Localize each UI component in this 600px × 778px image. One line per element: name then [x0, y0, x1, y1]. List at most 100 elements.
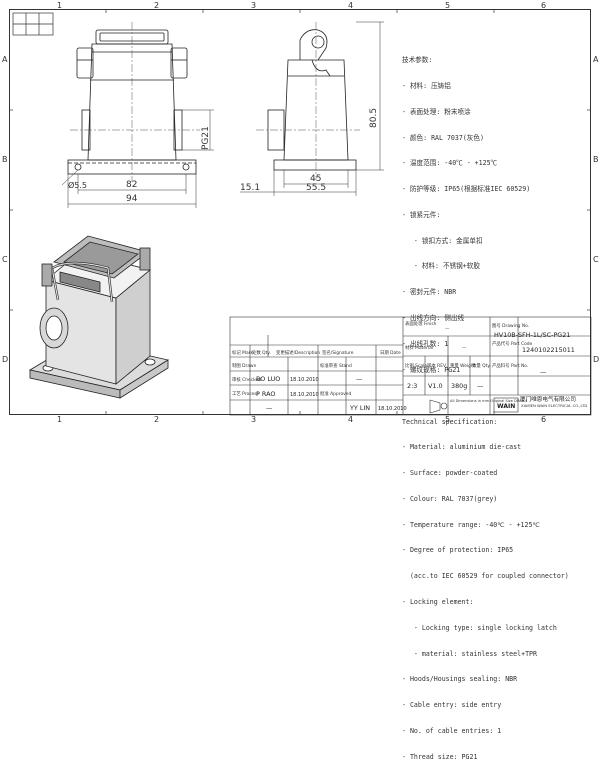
- tb-approved-name: YY LIN: [349, 404, 370, 412]
- col-number-4-bottom: 4: [348, 415, 354, 424]
- spec-en-13: - Thread size: PG21: [402, 752, 478, 761]
- dim-base-45: 45: [310, 174, 321, 184]
- title-block: [229, 316, 592, 416]
- spec-en-6: (acc.to IEC 60529 for coupled connector): [402, 572, 569, 581]
- spec-en-0: Technical specification:: [402, 417, 498, 426]
- col-number-5: 5: [445, 1, 451, 10]
- spec-cn-8: - 材料: 不锈钢+软胶: [402, 262, 480, 271]
- spec-en-5: - Degree of protection: IP65: [402, 546, 514, 555]
- tb-drawing-no-value: HV10B-SFH-1L/SC-PG21: [494, 331, 570, 339]
- row-letter-d-right: D: [593, 355, 600, 364]
- specs-panel: 技术参数: - 材料: 压铸铝 - 表面处理: 粉末喷涂 - 颜色: RAL 7…: [402, 39, 592, 778]
- tb-checked-label: 审核 Checked: [232, 376, 261, 383]
- tb-header-mark: 标记 Mark: [232, 349, 253, 356]
- tb-scale-label: 比例 Scale: [405, 362, 427, 369]
- col-number-2-bottom: 2: [154, 415, 160, 424]
- tb-header-desc: 变更描述/Description: [276, 349, 320, 356]
- spec-en-7: - Locking element:: [402, 598, 474, 606]
- tb-drawn-date: 18.10.2010: [290, 377, 319, 383]
- tb-dim-note: All Dimensions in mm Original Size DIN A…: [450, 399, 528, 403]
- col-number-6: 6: [541, 1, 547, 10]
- spec-cn-12: - 螺纹规格: PG21: [402, 365, 461, 374]
- dim-inner: 82: [126, 180, 137, 190]
- spec-cn-2: - 表面处理: 粉末喷涂: [402, 107, 471, 116]
- technical-drawing: Ø5.5 82 94 PG21: [9, 9, 592, 416]
- svg-text:WAIN: WAIN: [497, 403, 515, 410]
- row-letter-c: C: [2, 255, 8, 264]
- tb-header-qty: 处数 Qty.: [252, 349, 271, 356]
- row-letter-b: B: [2, 155, 8, 164]
- tb-header-date: 日期 Date: [380, 350, 401, 356]
- tb-approved-label: 批准 Approved: [320, 390, 351, 397]
- col-number-1-bottom: 1: [57, 415, 63, 424]
- tb-company-en: XIAMEN WAIN ELECTRICAL CO.,LTD: [521, 403, 587, 408]
- spec-en-8: - Locking type: single locking latch: [402, 623, 557, 632]
- tb-approved-date: 18.10.2010: [378, 406, 407, 412]
- col-number-4: 4: [348, 1, 354, 10]
- dim-height: 80.5: [369, 108, 379, 128]
- row-letter-a-right: A: [593, 55, 599, 64]
- tb-rev-label: 版本 REV.: [427, 362, 447, 369]
- tb-material-value: —: [462, 346, 467, 351]
- spec-en-2: - Surface: powder-coated: [402, 469, 498, 478]
- spec-cn-10: - 出线方向: 侧出线: [402, 314, 465, 322]
- tb-part-no-label: 产品料号 Part No.: [492, 362, 528, 369]
- spec-en-1: - Material: aluminium die-cast: [402, 443, 522, 452]
- tb-checked-name: P RAO: [256, 390, 275, 398]
- col-number-6-bottom: 6: [541, 415, 547, 424]
- side-view: [267, 29, 357, 171]
- tb-weight-label: 重量 Weight: [450, 362, 476, 369]
- tb-company-cn: 厦门唯恩电气有限公司: [520, 395, 576, 403]
- spec-en-9: - material: stainless steel+TPR: [402, 649, 537, 658]
- spec-cn-6: - 锁紧元件:: [402, 210, 441, 219]
- row-letter-c-right: C: [593, 255, 599, 264]
- company-logo: WAIN: [493, 397, 519, 413]
- tb-scale-value: 2:3: [407, 382, 417, 390]
- tb-drawn-label: 制图 Drawn: [232, 362, 257, 369]
- drawing-sheet: 1 2 3 4 5 6 1 2 3 4 5 6 A B C D A B C D: [2, 1, 600, 761]
- tb-material-label: 材料 Material: [405, 344, 433, 351]
- tb-process-value: —: [266, 404, 273, 412]
- row-letter-b-right: B: [593, 155, 599, 164]
- spec-cn-5: - 防护等级: IP65(根据标准IEC 60529): [402, 185, 531, 194]
- tb-drawn-name: BO LUO: [256, 375, 280, 383]
- tb-checked-date: 18.10.2010: [290, 392, 319, 398]
- spec-en-4: - Temperature range: -40℃ - +125℃: [402, 520, 540, 529]
- projection-symbol-icon: [429, 399, 448, 414]
- tb-part-code-label: 产品代号 Part Code: [492, 340, 533, 347]
- dim-base-55: 55.5: [306, 183, 326, 193]
- spec-cn-4: - 温度范围: -40℃ - +125℃: [402, 159, 498, 168]
- dim-side-thread: PG21: [201, 126, 211, 150]
- spec-cn-9: - 密封元件: NBR: [402, 288, 457, 297]
- isometric-view: [28, 235, 170, 399]
- col-number-3-bottom: 3: [251, 415, 257, 424]
- tb-rev-value: V1.0: [428, 382, 443, 390]
- col-number-3: 3: [251, 1, 257, 10]
- tb-drawing-no-label: 图号 Drawing No.: [492, 323, 529, 329]
- tb-finish-value: —: [445, 327, 450, 332]
- tb-qty-label: 数量 Qty.: [472, 362, 491, 369]
- spec-cn-3: - 颜色: RAL 7037(灰色): [402, 133, 484, 142]
- col-number-2: 2: [154, 1, 160, 10]
- col-number-5-bottom: 5: [445, 415, 451, 424]
- tb-qty-value: —: [477, 382, 484, 390]
- tb-std-value: —: [356, 375, 363, 383]
- spec-cn-0: 技术参数:: [402, 56, 433, 65]
- spec-cn-11: - 出线孔数: 1: [402, 339, 449, 348]
- spec-en-11: - Cable entry: side entry: [402, 701, 502, 710]
- spec-cn-1: - 材料: 压铸铝: [402, 81, 451, 90]
- dim-offset: 15.1: [240, 183, 260, 193]
- spec-cn-7: - 锁扣方式: 金属单扣: [402, 236, 483, 245]
- tb-process-label: 工艺 Process: [232, 391, 260, 397]
- dim-outer: 94: [126, 194, 138, 204]
- tb-finish-label: 表面处理 Finish: [405, 320, 437, 327]
- row-letter-d: D: [2, 355, 9, 364]
- tb-weight-value: 380g: [451, 382, 467, 390]
- col-number-1: 1: [57, 1, 63, 10]
- tb-part-no-value: —: [540, 368, 547, 376]
- tb-header-sig: 签名/Signature: [322, 349, 354, 356]
- spec-en-12: - No. of cable entries: 1: [402, 726, 502, 735]
- spec-en-3: - Colour: RAL 7037(grey): [402, 494, 498, 503]
- spec-en-10: - Hoods/Housings sealing: NBR: [402, 675, 518, 684]
- tb-part-code-value: 1240102215011: [522, 346, 575, 354]
